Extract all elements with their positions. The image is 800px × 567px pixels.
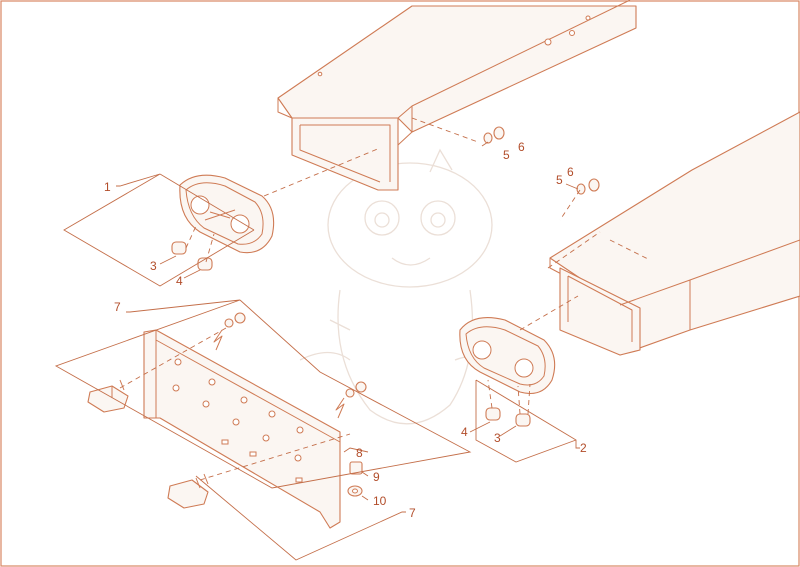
- callout-10: 10: [373, 494, 387, 508]
- nut-washer-upper-center: [483, 126, 505, 144]
- washer-10: [347, 485, 363, 497]
- lower-frame-rail: [549, 111, 800, 356]
- callout-7-lower: 7: [409, 506, 416, 520]
- callout-4-right: 4: [461, 425, 468, 439]
- callout-6-upper: 6: [518, 140, 525, 154]
- dragon-watermark-icon: [299, 148, 501, 425]
- marker-light-upper: [87, 379, 129, 413]
- callout-4-left: 4: [176, 274, 183, 288]
- callout-9: 9: [373, 470, 380, 484]
- screw-upper: [213, 329, 223, 351]
- nut-washer-bracket-right: [345, 381, 367, 398]
- callout-5-right: 5: [556, 173, 563, 187]
- bolt-9: [349, 461, 363, 475]
- nut-washer-bracket-upper: [224, 312, 246, 328]
- assembly-lines: [119, 117, 651, 481]
- callout-8: 8: [356, 446, 363, 460]
- marker-light-lower: [167, 473, 209, 509]
- callout-5-upper: 5: [503, 148, 510, 162]
- callout-1: 1: [104, 180, 111, 194]
- license-plate-bracket: [143, 329, 341, 529]
- screw-8: [335, 397, 345, 419]
- upper-frame-rail: [277, 0, 637, 191]
- callout-2: 2: [580, 441, 587, 455]
- left-lamp-bulbs: [171, 241, 213, 271]
- nut-washer-right: [576, 178, 600, 195]
- callout-6-right: 6: [567, 165, 574, 179]
- callout-3-right: 3: [494, 431, 501, 445]
- leader-lines: [54, 141, 580, 561]
- right-tail-lamp: [459, 317, 556, 395]
- callout-3-left: 3: [150, 259, 157, 273]
- callout-7-upper: 7: [114, 300, 121, 314]
- right-lamp-bulbs: [485, 407, 531, 427]
